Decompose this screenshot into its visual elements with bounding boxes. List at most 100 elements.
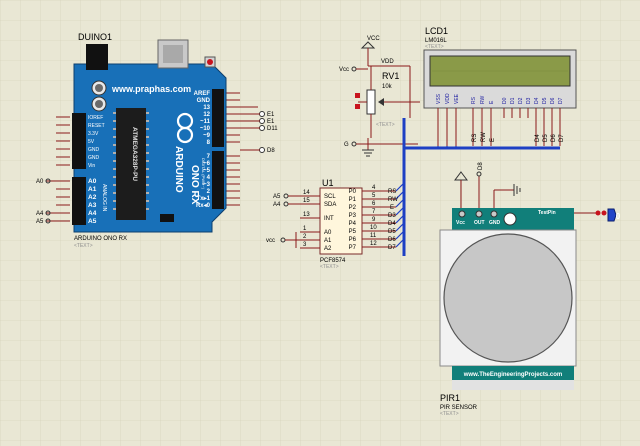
pcf-left-pin-labels: 14 SCL 15 SDA 13 INT 1 A0 2 A1 3 A2	[303, 190, 336, 252]
pcf-body	[319, 187, 363, 255]
arduino-brand: ARDUINO	[173, 146, 184, 193]
bus-entries	[395, 146, 457, 248]
icsp-header	[160, 214, 174, 222]
net-terminal-a5[interactable]	[45, 218, 51, 224]
net-terminal-d11[interactable]	[259, 125, 265, 131]
pir-d8-label: D8	[478, 162, 484, 170]
pcf-pin-5-num: 5	[372, 193, 376, 199]
lcd-ref: LCD1	[425, 26, 448, 36]
pir-testpin-toggle-1[interactable]	[595, 210, 601, 216]
pir-sensor[interactable]: Vcc OUT GND TestPin 0 www.TheEngineering…	[439, 208, 621, 417]
pot-decrement-button[interactable]	[355, 104, 360, 109]
pcf-pin-7-num: 7	[372, 209, 376, 215]
lcd-pin-vss: VSS	[436, 93, 442, 104]
pcf-net-d4: D4	[388, 221, 396, 227]
pcf-net-d7: D7	[388, 245, 396, 251]
pin-label-a2: A2	[88, 194, 97, 201]
left-pin-labels: IOREF RESET 3.3V 5V GND GND Vin	[88, 115, 105, 169]
pot-body	[366, 89, 376, 115]
pir-site-label: www.TheEngineeringProjects.com	[463, 372, 562, 378]
pcf-net-rs: RS	[388, 189, 396, 195]
pin-label-a0: A0	[88, 178, 97, 185]
pcf-pin-p3: P3	[349, 213, 357, 219]
usb-port	[163, 45, 183, 63]
pcf-net-d6: D6	[388, 237, 396, 243]
net-terminal-e1a[interactable]	[259, 111, 265, 117]
pin-label-a1: A1	[88, 186, 97, 193]
pir-footer-base	[452, 380, 574, 390]
analog-pin-labels: A0 A1 A2 A3 A4 A5	[88, 178, 97, 225]
pin-label-aref: AREF	[194, 91, 211, 97]
pcf-pin-int: INT	[324, 216, 334, 222]
pin-label-a4: A4	[88, 210, 97, 217]
pir-label-gnd: GND	[489, 220, 501, 226]
pir-logic-state[interactable]	[607, 208, 617, 222]
pcf-pin-6-num: 6	[372, 201, 376, 207]
pir-testpin-toggle-2[interactable]	[601, 210, 607, 216]
pir-label-out: OUT	[474, 220, 485, 226]
lcd-wire-rw: RW	[481, 132, 487, 142]
pcf8574-chip[interactable]: U1 14 SCL 15 SDA 13 INT 1 A0 2 A1 3 A2	[300, 178, 398, 270]
pir-adjust-knob[interactable]	[503, 212, 517, 226]
pin-label-7: 7	[207, 154, 211, 160]
pcf-pin-15-num: 15	[303, 198, 310, 204]
capacitor-2-top	[95, 100, 103, 108]
pcf-net-vcc: vcc	[266, 238, 275, 244]
pin-label-rx: Rx◂0	[196, 203, 211, 209]
pir-d8-terminal[interactable]	[476, 171, 482, 177]
lcd-wire-labels: RS RW E D4 D5 D6 D7	[472, 132, 565, 142]
net-label-a0: A0	[36, 179, 44, 185]
pir-footer-bar	[452, 366, 574, 380]
right-pin-labels: AREF GND 13 12 ~11 ~10 ~9 8 7 ~6 ~5 4 ~3…	[194, 91, 211, 209]
pin-label-gnd2: GND	[88, 155, 100, 161]
net-terminal-d8[interactable]	[259, 147, 265, 153]
pot-increment-button[interactable]	[355, 93, 360, 98]
arduino-left-pin-stubs	[56, 116, 70, 222]
lcd-wire-d4: D4	[535, 134, 541, 142]
lcd-display[interactable]: LCD1 LM016L <TEXT>	[423, 26, 577, 109]
arduino-board[interactable]: DUINO1	[56, 32, 240, 249]
potentiometer[interactable]: RV1 10k <TEXT>	[355, 66, 420, 138]
pcf-pin-3-num: 3	[303, 242, 307, 248]
pcf-pin-13-num: 13	[303, 212, 310, 218]
pin-label-reset: RESET	[88, 123, 105, 129]
pir-dome	[443, 233, 573, 363]
lcd-pin-d6: D6	[550, 97, 556, 104]
lcd-pin-rs: RS	[471, 96, 477, 104]
arduino-logo	[176, 112, 194, 144]
analog-in-label: ANALOG IN	[101, 184, 107, 212]
pcf-pin-p7: P7	[349, 245, 357, 251]
pcf-pin-p1: P1	[349, 197, 357, 203]
power-section: VCC VDD Vcc G	[339, 36, 418, 157]
lcd-pin-d7: D7	[558, 97, 564, 104]
chip-label: ATMEGA328P-PU	[131, 127, 138, 181]
pcf-ref: U1	[322, 178, 334, 188]
net-label-e1a: E1	[267, 112, 275, 118]
pcf-pin-a2: A2	[324, 246, 332, 252]
net-terminal-e1b[interactable]	[259, 118, 265, 124]
pin-label-4: 4	[207, 175, 211, 181]
arduino-caption: ARDUINO ONO RX	[74, 236, 127, 242]
pin-label-13: 13	[203, 105, 210, 111]
pcf-left-nets: A5 A4 vcc	[266, 193, 300, 248]
pcf-net-d5: D5	[388, 229, 396, 235]
pot-ref: RV1	[382, 71, 399, 81]
pcf-net-e: E	[390, 205, 394, 211]
pin-label-6: ~6	[203, 161, 211, 167]
pin-label-ioref: IOREF	[88, 115, 103, 121]
pcf-pin-10-num: 10	[370, 225, 377, 231]
pin-label-3: ~3	[203, 182, 211, 188]
power-jack	[86, 44, 108, 70]
net-label-a5: A5	[36, 219, 44, 225]
net-terminal-a4[interactable]	[45, 210, 51, 216]
pir-text-tag: <TEXT>	[440, 411, 459, 417]
net-terminal-a0[interactable]	[45, 178, 51, 184]
vcc-label: VCC	[367, 36, 380, 42]
net-label-e1b: E1	[267, 119, 275, 125]
pir-pin-gnd	[490, 210, 498, 218]
pcf-left-stubs	[300, 195, 320, 249]
net-label-d8: D8	[267, 148, 275, 154]
lcd-pin-d4: D4	[534, 97, 540, 104]
pot-value: 10k	[382, 84, 393, 90]
